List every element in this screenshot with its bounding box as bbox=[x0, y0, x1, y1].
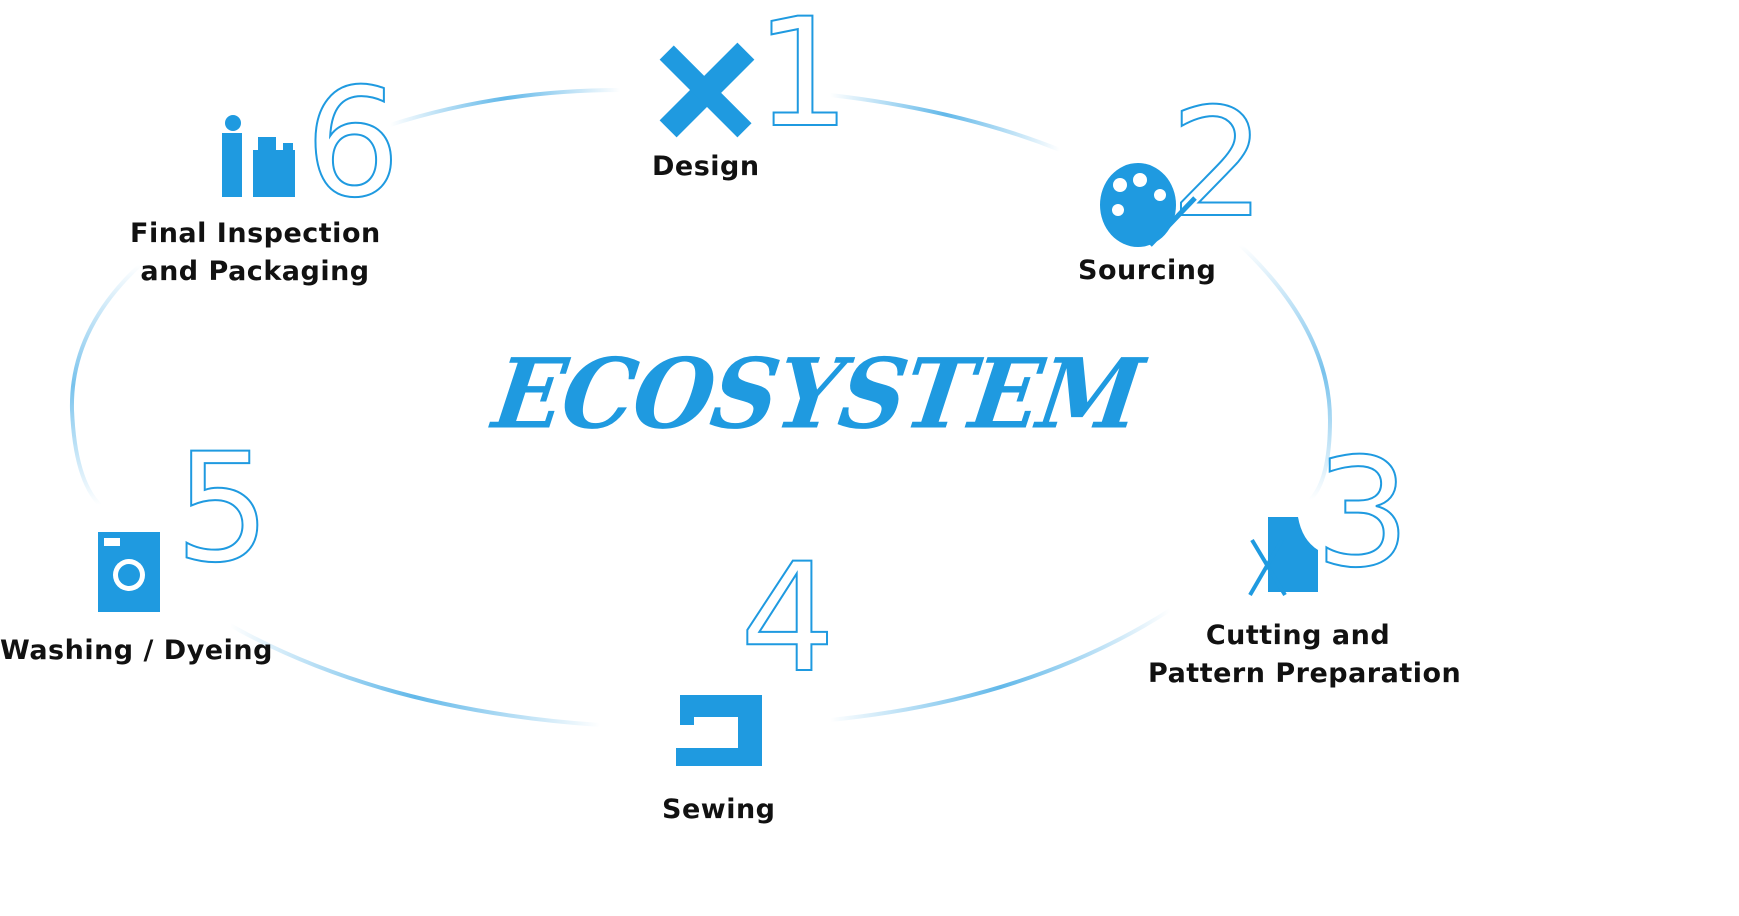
cycle-ring bbox=[69, 88, 1333, 727]
step-label-cutting: Cutting and Pattern Preparation bbox=[1148, 617, 1462, 693]
step-label-sourcing: Sourcing bbox=[1078, 255, 1217, 286]
step-number-2: 2 bbox=[1170, 77, 1265, 251]
step-label-line: Cutting and bbox=[1205, 620, 1391, 651]
scissors-pattern-icon bbox=[1248, 517, 1318, 597]
sewing-machine-icon bbox=[676, 695, 762, 766]
step-label-line: Final Inspection bbox=[130, 218, 381, 249]
step-label-design: Design bbox=[652, 151, 760, 182]
step-label-line: and Packaging bbox=[140, 256, 370, 287]
step-label-washing: Washing / Dyeing bbox=[0, 635, 273, 666]
inspection-packaging-icon bbox=[222, 115, 295, 197]
step-number-5: 5 bbox=[175, 422, 270, 596]
step-number-3: 3 bbox=[1315, 427, 1410, 601]
step-number-6: 6 bbox=[305, 57, 400, 231]
step-label-inspection: Final Inspection and Packaging bbox=[130, 215, 380, 291]
washing-machine-icon bbox=[98, 532, 160, 612]
palette-icon bbox=[1100, 163, 1197, 247]
step-label-sewing: Sewing bbox=[662, 794, 776, 825]
step-number-1: 1 bbox=[755, 0, 850, 161]
pencil-ruler-icon bbox=[659, 42, 755, 138]
step-label-line: Pattern Preparation bbox=[1148, 658, 1462, 689]
diagram-title: ECOSYSTEM bbox=[487, 337, 1148, 451]
step-number-4: 4 bbox=[740, 532, 835, 706]
